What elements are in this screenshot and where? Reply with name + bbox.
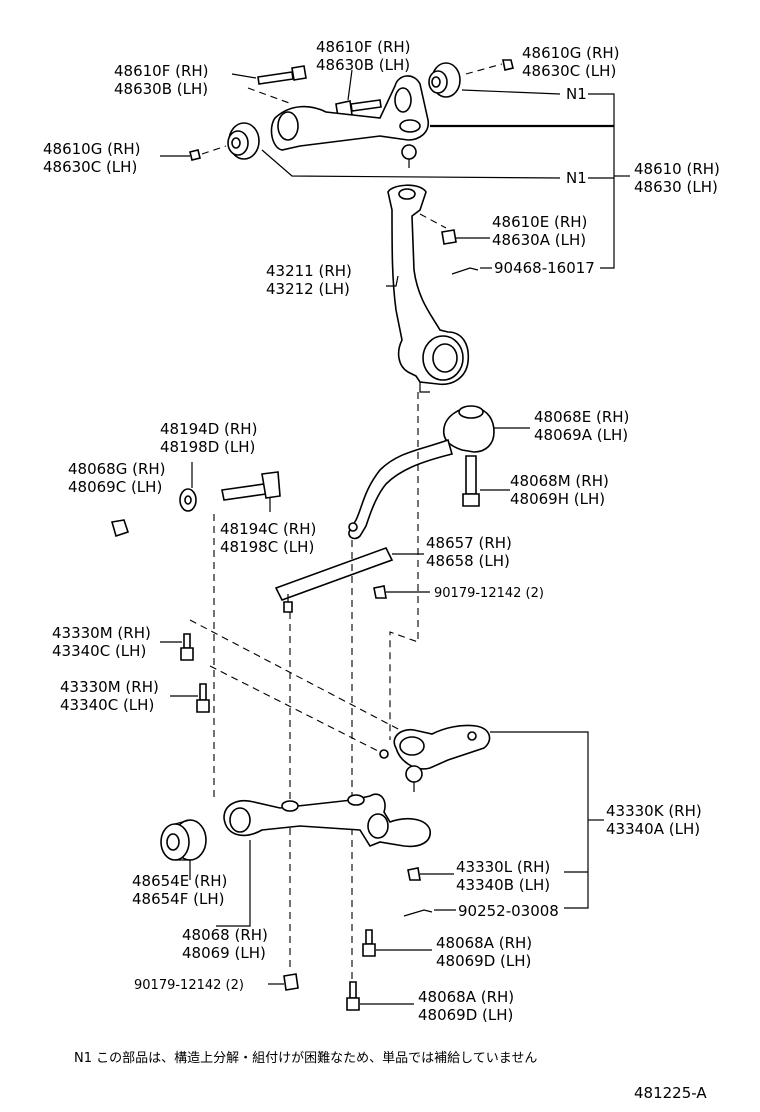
label-strut-bushing-lh: 48069A (LH) (534, 426, 628, 444)
upper-bushing-right-icon (428, 62, 461, 98)
figure-id: 481225-A (634, 1084, 707, 1102)
label-bolt-a-1-rh: 48068A (RH) (436, 934, 532, 952)
label-strut-bar-rh: 48657 (RH) (426, 534, 512, 552)
label-bolt-ball-joint-1-lh: 43340C (LH) (52, 642, 146, 660)
label-upper-nut-rh: 48610E (RH) (492, 213, 587, 231)
nut-left-icon (189, 149, 201, 161)
upper-arm-icon (270, 75, 430, 168)
leader-n1-top (461, 89, 561, 95)
label-bolt-a-2-lh: 48069D (LH) (418, 1006, 513, 1024)
label-bolt-a-2-rh: 48068A (RH) (418, 988, 514, 1006)
label-strut-bar-lh: 48658 (LH) (426, 552, 510, 570)
bolt-a-2-icon (346, 981, 360, 1011)
dash-assembly-1 (189, 619, 401, 731)
label-n1-bottom: N1 (566, 169, 587, 187)
label-bolt-m-rh: 48068M (RH) (510, 472, 609, 490)
cotter-pin-upper-icon (451, 267, 479, 275)
label-knuckle-rh: 43211 (RH) (266, 262, 352, 280)
nut-g-icon (110, 519, 130, 538)
label-upper-bolt-center-rh: 48610F (RH) (316, 38, 411, 56)
leader-n1-bottom (261, 149, 561, 179)
washer-icon (179, 488, 197, 512)
label-nut-g-lh: 48069C (LH) (68, 478, 162, 496)
label-nut-lower: 90179-12142 (2) (134, 978, 244, 993)
label-washer-lh: 48198D (LH) (160, 438, 255, 456)
label-lower-arm-rh: 48068 (RH) (182, 926, 268, 944)
label-cam-bolt-rh: 48194C (RH) (220, 520, 316, 538)
lower-ball-joint-icon (379, 724, 491, 792)
dash-upper-bolt-left (247, 87, 293, 105)
label-upper-bolt-center-lh: 48630B (LH) (316, 56, 410, 74)
label-lower-arm-lh: 48069 (LH) (182, 944, 266, 962)
label-bolt-m-lh: 48069H (LH) (510, 490, 605, 508)
label-upper-arm-lh: 48630 (LH) (634, 178, 718, 196)
lower-bushing-icon (160, 819, 207, 861)
label-bolt-a-1-lh: 48069D (LH) (436, 952, 531, 970)
label-knuckle-lh: 43212 (LH) (266, 280, 350, 298)
upper-nut-icon (441, 229, 457, 245)
label-lower-bushing-lh: 48654F (LH) (132, 890, 224, 908)
strut-rod-icon (348, 405, 495, 540)
label-upper-bushing-right-lh: 48630C (LH) (522, 62, 616, 80)
nut-strut-icon (373, 585, 387, 599)
bolt-ball-joint-1-icon (180, 633, 194, 661)
label-cam-bolt-lh: 48198C (LH) (220, 538, 314, 556)
dash-bushing-left (201, 145, 227, 155)
knuckle-icon (387, 184, 470, 393)
upper-bushing-left-icon (227, 122, 260, 160)
label-upper-arm-rh: 48610 (RH) (634, 160, 720, 178)
cotter-pin-lower-icon (403, 909, 433, 917)
bolt-m-icon (462, 455, 480, 507)
cam-bolt-icon (221, 471, 281, 501)
label-upper-bushing-right-rh: 48610G (RH) (522, 44, 620, 62)
label-upper-nut-lh: 48630A (LH) (492, 231, 586, 249)
nut-lower-icon (283, 973, 299, 991)
label-lower-bushing-rh: 48654E (RH) (132, 872, 227, 890)
label-nut-g-rh: 48068G (RH) (68, 460, 166, 478)
label-lower-ball-nut-lh: 43340B (LH) (456, 876, 550, 894)
label-lower-ball-joint-rh: 43330K (RH) (606, 802, 702, 820)
leader-upper-bolt-center (347, 69, 353, 101)
nut-right-icon (502, 59, 514, 71)
leader-upper-bolt-left (231, 73, 257, 79)
dash-assembly-3 (389, 392, 419, 740)
bolt-ball-joint-2-icon (196, 683, 210, 713)
upper-bolt-left-icon (257, 65, 307, 85)
label-bolt-ball-joint-2-lh: 43340C (LH) (60, 696, 154, 714)
bracket-upper-arm (588, 93, 615, 269)
bolt-a-1-icon (362, 929, 376, 957)
dash-bushing-right (465, 63, 503, 75)
label-cotter-pin-upper: 90468-16017 (494, 259, 595, 277)
label-nut-strut: 90179-12142 (2) (434, 586, 544, 601)
label-upper-bushing-left-rh: 48610G (RH) (43, 140, 141, 158)
dash-assembly-2 (209, 665, 381, 753)
dash-upper-nut (419, 213, 447, 229)
label-cotter-pin-lower: 90252-03008 (458, 902, 559, 920)
footnote: N1 この部品は、構造上分解・組付けが困難なため、単品では補給していません (74, 1050, 537, 1066)
label-upper-bolt-left-rh: 48610F (RH) (114, 62, 209, 80)
label-n1-top: N1 (566, 85, 587, 103)
label-upper-bolt-left-lh: 48630B (LH) (114, 80, 208, 98)
label-strut-bushing-rh: 48068E (RH) (534, 408, 629, 426)
label-lower-ball-nut-rh: 43330L (RH) (456, 858, 550, 876)
label-lower-ball-joint-lh: 43340A (LH) (606, 820, 700, 838)
strut-bar-icon (274, 547, 394, 613)
label-bolt-ball-joint-1-rh: 43330M (RH) (52, 624, 151, 642)
label-upper-bushing-left-lh: 48630C (LH) (43, 158, 137, 176)
label-washer-rh: 48194D (RH) (160, 420, 257, 438)
leader-knuckle (386, 275, 399, 287)
lower-ball-nut-icon (407, 867, 421, 881)
lower-arm-icon (223, 793, 431, 848)
label-bolt-ball-joint-2-rh: 43330M (RH) (60, 678, 159, 696)
leader-lower-arm (216, 840, 251, 927)
